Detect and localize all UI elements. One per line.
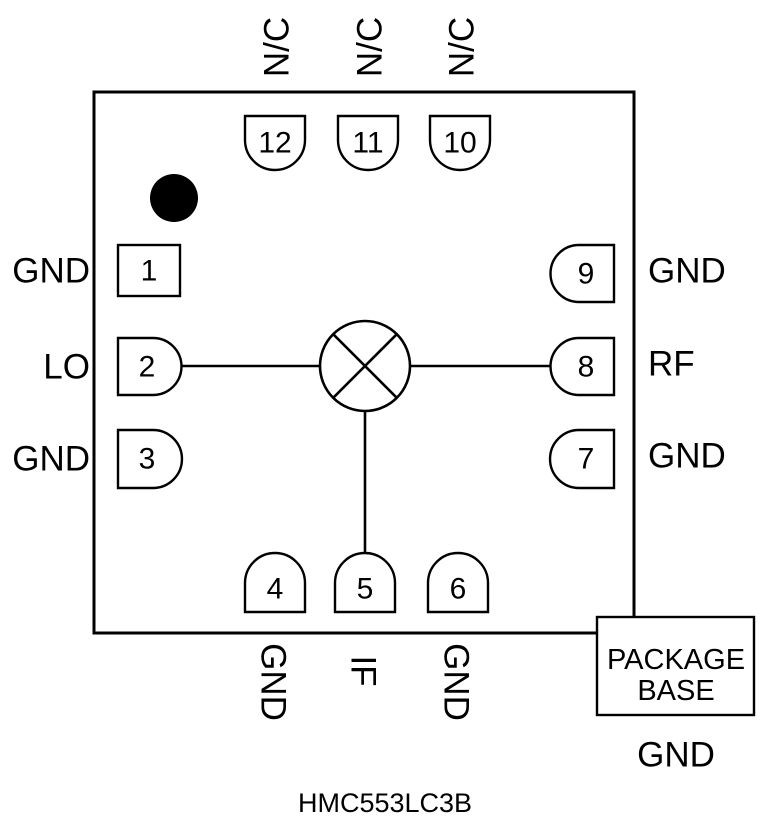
pin-number-12: 12: [258, 127, 291, 160]
pin-label-4: GND: [254, 643, 293, 721]
pin-pad-6[interactable]: 6: [426, 551, 490, 614]
pin-number-7: 7: [578, 443, 595, 476]
pin-number-2: 2: [139, 351, 156, 384]
pin-pad-11[interactable]: 11: [336, 114, 400, 172]
pin-label-12: N/C: [258, 17, 297, 77]
pin-number-6: 6: [450, 573, 467, 606]
package-base-line1: PACKAGE: [607, 644, 745, 676]
pin-pad-8[interactable]: 8: [549, 336, 616, 397]
pin-label-10: N/C: [443, 17, 482, 77]
pin-pad-3[interactable]: 3: [116, 428, 184, 490]
pin-label-3: GND: [12, 440, 90, 479]
pin-label-2: LO: [43, 348, 90, 387]
pin-label-5: IF: [344, 655, 383, 686]
pin-number-11: 11: [352, 127, 383, 160]
pin-pad-2[interactable]: 2: [116, 336, 183, 397]
pin-number-8: 8: [578, 351, 595, 384]
pin-pad-9[interactable]: 9: [549, 243, 616, 304]
pin-pad-12[interactable]: 12: [243, 114, 307, 172]
package-base-gnd-label: GND: [637, 736, 715, 775]
pin-number-3: 3: [139, 443, 156, 476]
pin-pad-4[interactable]: 4: [243, 551, 307, 614]
pin-label-8: RF: [648, 345, 695, 384]
pin-number-4: 4: [267, 573, 284, 606]
package-body-outline: [92, 90, 636, 635]
pin-number-5: 5: [357, 573, 374, 606]
pin-pad-10[interactable]: 10: [428, 114, 492, 172]
pin-label-9: GND: [648, 252, 726, 291]
pin-label-1: GND: [12, 252, 90, 291]
pin-label-11: N/C: [351, 17, 390, 77]
package-base-line2: BASE: [637, 675, 714, 707]
part-number-label: HMC553LC3B: [298, 788, 472, 818]
pin-number-10: 10: [443, 127, 476, 160]
package-base-box: [595, 615, 756, 717]
pin-pad-7[interactable]: 7: [548, 428, 616, 490]
pin-pad-5[interactable]: 5: [333, 551, 397, 614]
pin-1-dot-icon: [150, 174, 198, 222]
pin-label-7: GND: [648, 437, 726, 476]
pin-pad-1[interactable]: 1: [116, 243, 182, 298]
mixer-symbol-icon: [318, 319, 412, 413]
pin-label-6: GND: [437, 643, 476, 721]
pin-number-9: 9: [578, 258, 595, 291]
pin-number-1: 1: [141, 255, 158, 288]
